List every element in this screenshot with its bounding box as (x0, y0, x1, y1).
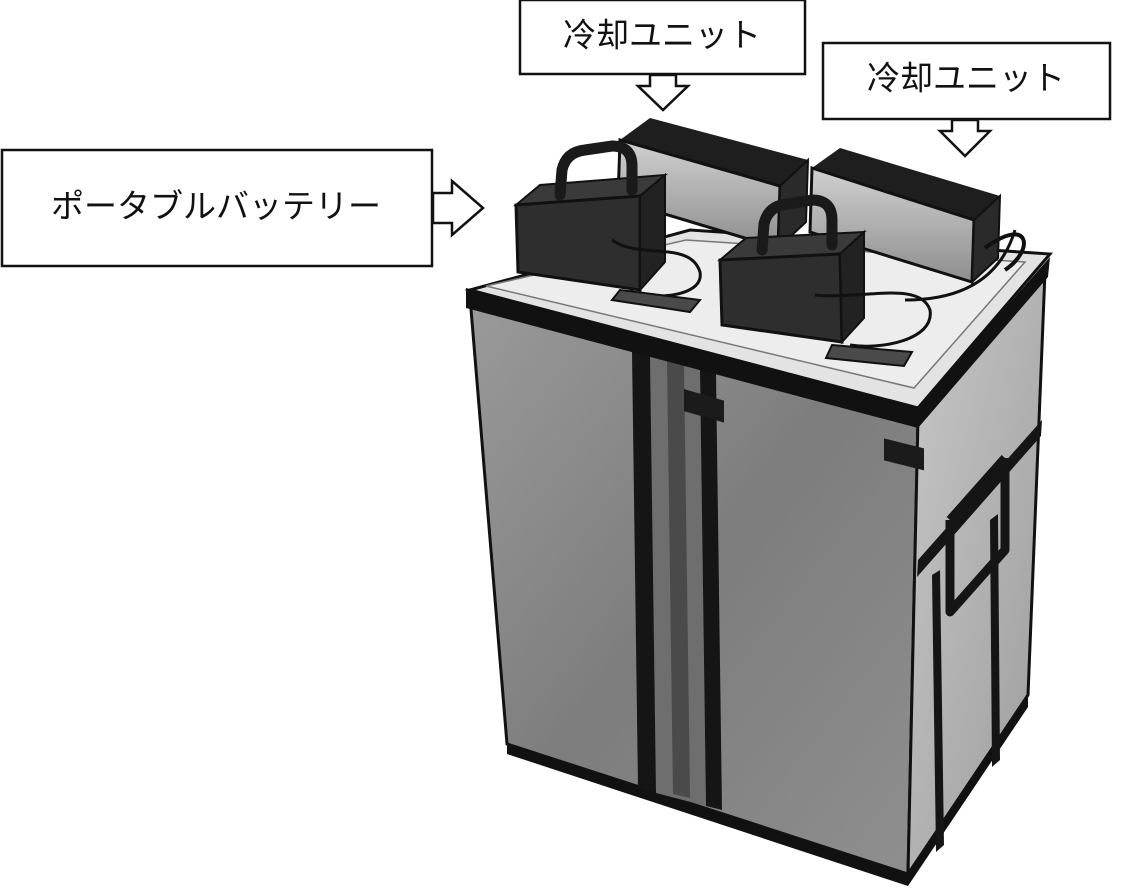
portable-battery-left (512, 140, 702, 314)
callout-cooling-right-label: 冷却ユニット (867, 59, 1065, 98)
callout-cooling-left: 冷却ユニット (518, 0, 807, 112)
front-strap-left (632, 351, 656, 793)
callout-cooling-right-arrow (936, 118, 994, 158)
side-strap-right (990, 514, 1000, 767)
cooling-unit-left (616, 118, 810, 423)
side-strap-left (932, 570, 944, 852)
callout-battery: ポータブルバッテリー (0, 148, 485, 268)
callout-battery-label: ポータブルバッテリー (51, 187, 381, 226)
callout-cooling-left-arrow (634, 73, 692, 112)
cooler-right-display-icon (884, 438, 924, 471)
callout-cooling-right: 冷却ユニット (821, 41, 1112, 158)
callout-battery-arrow (431, 178, 485, 238)
battery-right-handle (756, 194, 838, 256)
cooling-unit-right (808, 148, 1026, 471)
callout-cooling-left-label: 冷却ユニット (563, 16, 761, 55)
bag-top-rim-side (918, 257, 1050, 428)
side-handle (945, 458, 1010, 617)
bag-top-rim (466, 288, 918, 428)
portable-battery-right (717, 194, 1017, 368)
front-strap-right (700, 369, 722, 810)
callout-battery-box (0, 148, 434, 268)
battery-left-handle (554, 140, 638, 201)
cooler-left-display-icon (684, 389, 724, 423)
callout-cooling-right-box (821, 41, 1112, 121)
front-strap-center (667, 360, 690, 798)
